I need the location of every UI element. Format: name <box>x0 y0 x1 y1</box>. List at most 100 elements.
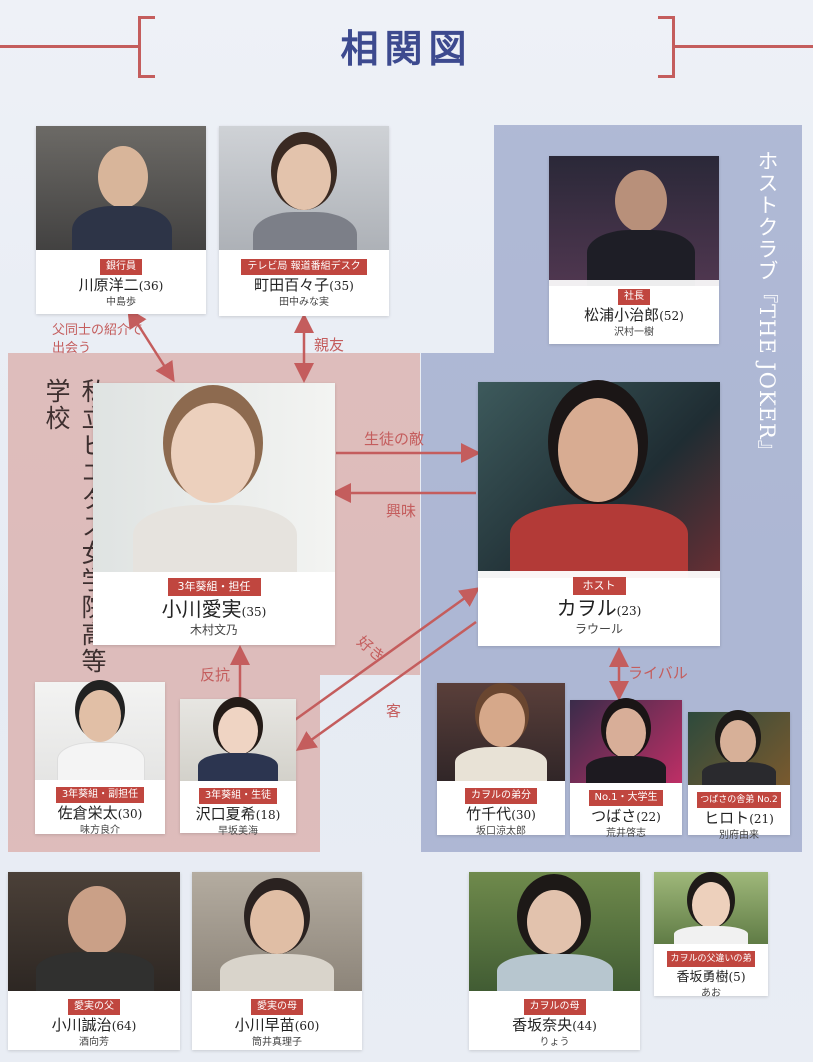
character-card-tsubasa[interactable]: No.1・大学生 つばさ(22) 荒井啓志 <box>570 700 682 839</box>
character-name: 香坂奈央 <box>512 1016 573 1034</box>
card-caption: 3年葵組・担任 小川愛実(35) 木村文乃 <box>93 572 335 645</box>
character-age: (35) <box>329 279 354 293</box>
role-badge: 愛実の母 <box>251 999 303 1015</box>
character-name: 松浦小治郎 <box>584 306 660 324</box>
relation-label-rebel: 反抗 <box>200 666 231 684</box>
actor-name: 木村文乃 <box>189 623 238 637</box>
character-age: (5) <box>728 970 746 984</box>
character-age: (23) <box>616 604 642 618</box>
relation-label-interest: 興味 <box>386 502 417 520</box>
portrait-photo <box>688 712 790 788</box>
actor-name: ラウール <box>574 622 623 636</box>
portrait-photo <box>36 126 206 266</box>
role-badge: 3年葵組・副担任 <box>55 787 145 803</box>
card-caption: カヲルの父違いの弟 香坂勇樹(5) あお <box>654 944 768 999</box>
card-caption: 3年葵組・副担任 佐倉栄太(30) 味方良介 <box>35 780 165 836</box>
portrait-photo <box>180 699 296 785</box>
character-age: (52) <box>659 309 684 323</box>
actor-name: 田中みな実 <box>279 297 329 308</box>
character-card-hiroto[interactable]: つばさの舎弟 No.2 ヒロト(21) 別府由来 <box>688 712 790 841</box>
header-line-left <box>0 45 140 48</box>
card-caption: 愛実の父 小川誠治(64) 酒向芳 <box>8 991 180 1050</box>
character-card-kaoru[interactable]: ホスト カヲル(23) ラウール <box>478 382 720 646</box>
character-name: 竹千代 <box>466 805 512 823</box>
portrait-photo <box>469 872 640 996</box>
relation-label-customer: 客 <box>386 702 402 720</box>
relation-label-kawahara: 父同士の紹介で出会う <box>52 323 144 356</box>
relation-label-rival: ライバル <box>628 664 688 682</box>
character-card-machida[interactable]: テレビ局 報道番組デスク 町田百々子(35) 田中みな実 <box>219 126 389 316</box>
portrait-photo <box>437 683 565 785</box>
portrait-photo <box>478 382 720 578</box>
role-badge: カヲルの父違いの弟 <box>667 951 755 967</box>
character-card-matsuura[interactable]: 社長 松浦小治郎(52) 沢村一樹 <box>549 156 719 344</box>
character-card-kawahara[interactable]: 銀行員 川原洋二(36) 中島歩 <box>36 126 206 314</box>
portrait-photo <box>654 872 768 946</box>
character-card-ogawa[interactable]: 3年葵組・担任 小川愛実(35) 木村文乃 <box>93 383 335 645</box>
role-badge: 3年葵組・担任 <box>167 578 261 596</box>
actor-name: 中島歩 <box>106 297 136 308</box>
character-card-sawaguchi[interactable]: 3年葵組・生徒 沢口夏希(18) 早坂美海 <box>180 699 296 837</box>
character-age: (36) <box>138 279 164 293</box>
role-badge: No.1・大学生 <box>588 790 664 806</box>
portrait-photo <box>93 383 335 579</box>
character-card-nao[interactable]: カヲルの母 香坂奈央(44) りょう <box>469 872 640 1050</box>
character-name: 香坂勇樹 <box>676 970 729 985</box>
portrait-photo <box>549 156 719 286</box>
character-card-yuki[interactable]: カヲルの父違いの弟 香坂勇樹(5) あお <box>654 872 768 999</box>
character-age: (21) <box>749 812 774 826</box>
portrait-photo <box>8 872 180 996</box>
character-age: (30) <box>117 807 143 821</box>
arrow-kawahara-ogawa <box>127 307 175 383</box>
portrait-photo <box>219 126 389 268</box>
club-group-label: ホストクラブ『THE JOKER』 <box>755 150 779 462</box>
character-name: カヲル <box>556 596 617 620</box>
card-caption: 3年葵組・生徒 沢口夏希(18) 早坂美海 <box>180 781 296 837</box>
card-caption: 銀行員 川原洋二(36) 中島歩 <box>36 250 206 314</box>
character-card-sanae[interactable]: 愛実の母 小川早苗(60) 筒井真理子 <box>192 872 362 1050</box>
card-caption: つばさの舎弟 No.2 ヒロト(21) 別府由来 <box>688 785 790 841</box>
relation-label-enemy: 生徒の敵 <box>364 430 425 448</box>
card-caption: カヲルの弟分 竹千代(30) 坂口涼太郎 <box>437 781 565 837</box>
character-card-sakura[interactable]: 3年葵組・副担任 佐倉栄太(30) 味方良介 <box>35 682 165 836</box>
card-caption: ホスト カヲル(23) ラウール <box>478 571 720 646</box>
card-caption: カヲルの母 香坂奈央(44) りょう <box>469 991 640 1050</box>
role-badge: 銀行員 <box>100 259 142 275</box>
character-name: 小川愛実 <box>161 597 242 621</box>
role-badge: ホスト <box>572 577 626 595</box>
role-badge: 3年葵組・生徒 <box>198 788 278 804</box>
actor-name: 別府由来 <box>719 830 759 841</box>
actor-name: 早坂美海 <box>218 826 258 837</box>
arrow-sawaguchi-kaoru <box>291 587 481 724</box>
card-caption: No.1・大学生 つばさ(22) 荒井啓志 <box>570 783 682 839</box>
character-age: (22) <box>636 810 661 824</box>
character-age: (35) <box>241 605 267 619</box>
actor-name: 荒井啓志 <box>606 828 646 839</box>
character-card-seiji[interactable]: 愛実の父 小川誠治(64) 酒向芳 <box>8 872 180 1050</box>
character-name: 沢口夏希 <box>195 805 256 823</box>
role-badge: カヲルの母 <box>523 999 586 1015</box>
role-badge: 社長 <box>618 289 650 305</box>
header-bracket-right <box>658 16 675 78</box>
character-name: 小川早苗 <box>234 1016 295 1034</box>
character-name: 佐倉栄太 <box>57 804 118 822</box>
character-card-chiyo[interactable]: カヲルの弟分 竹千代(30) 坂口涼太郎 <box>437 683 565 837</box>
character-name: 小川誠治 <box>51 1016 112 1034</box>
actor-name: 酒向芳 <box>79 1037 109 1048</box>
header-bracket-left <box>138 16 155 78</box>
role-badge: つばさの舎弟 No.2 <box>697 792 781 808</box>
actor-name: りょう <box>539 1037 570 1048</box>
portrait-photo <box>35 682 165 786</box>
character-name: 川原洋二 <box>78 276 139 294</box>
character-name: つばさ <box>591 807 637 825</box>
actor-name: 沢村一樹 <box>614 327 654 338</box>
relation-label-machida: 親友 <box>314 336 345 354</box>
role-badge: カヲルの弟分 <box>465 788 537 804</box>
portrait-photo <box>570 700 682 786</box>
actor-name: 筒井真理子 <box>252 1037 302 1048</box>
header-line-right <box>672 45 813 48</box>
character-age: (18) <box>255 808 281 822</box>
actor-name: 味方良介 <box>80 825 120 836</box>
character-age: (64) <box>111 1019 137 1033</box>
